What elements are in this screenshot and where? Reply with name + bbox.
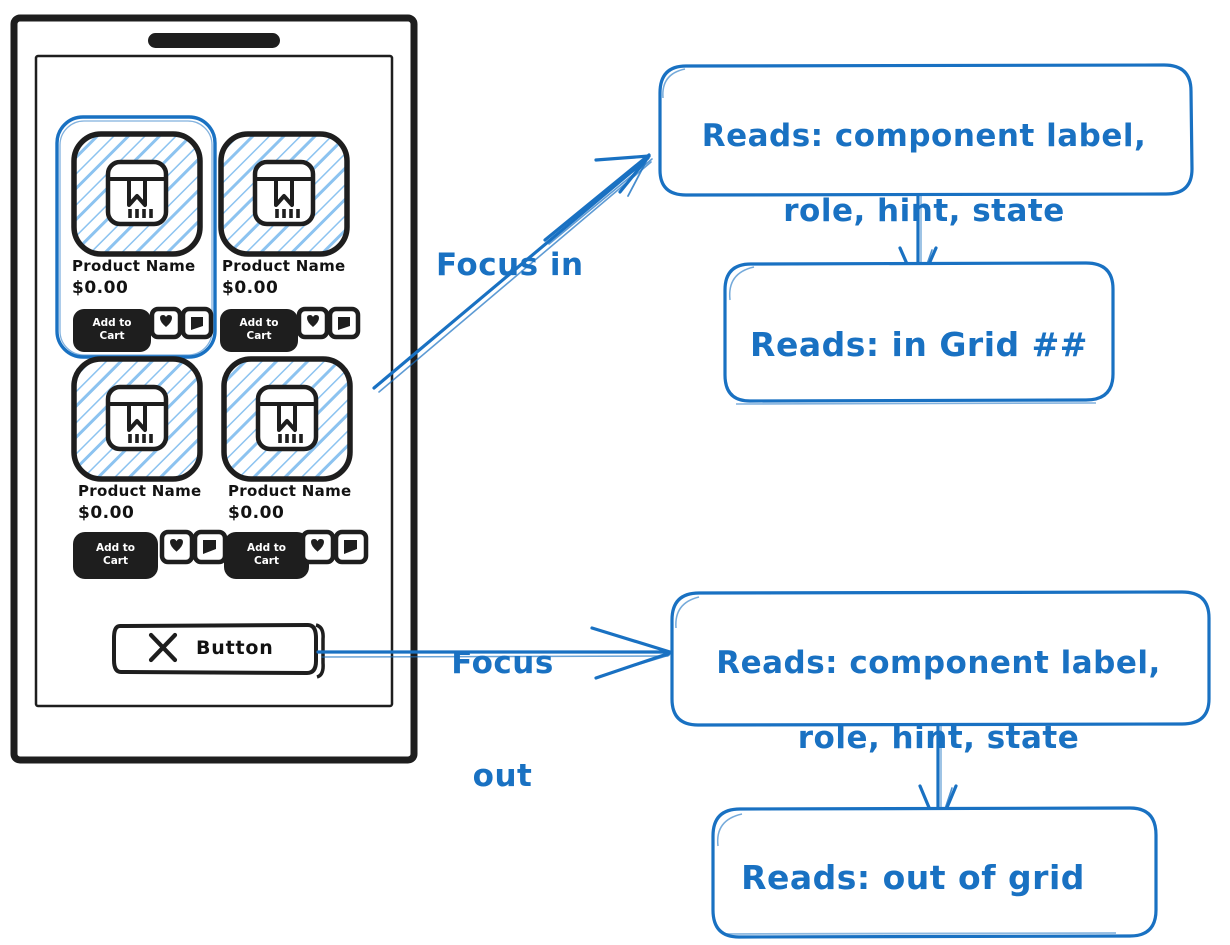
product-price-1: $0.00	[72, 278, 129, 298]
package-icon	[255, 384, 319, 452]
add-to-cart-label-3: Add to Cart	[73, 542, 158, 568]
footer-button[interactable]	[112, 622, 325, 679]
focus-out-arrow	[316, 626, 672, 680]
cart-line-1: Add to	[95, 542, 136, 554]
favorite-button[interactable]	[296, 306, 330, 340]
cart-line-2: Cart	[103, 555, 128, 568]
favorite-button[interactable]	[149, 306, 183, 340]
share-button[interactable]	[192, 529, 228, 565]
add-to-cart-label-4: Add to Cart	[224, 542, 309, 568]
package-icon	[252, 159, 316, 227]
product-card-2[interactable]	[218, 131, 361, 352]
cart-line-1: Add to	[246, 542, 287, 554]
product-card-1[interactable]	[55, 115, 217, 359]
cart-line-2: Cart	[254, 555, 279, 568]
product-name-2: Product Name	[222, 257, 346, 275]
cart-line-1: Add to	[92, 317, 132, 329]
footer-button-label: Button	[196, 637, 274, 659]
add-to-cart-label-2: Add to Cart	[220, 317, 298, 343]
cart-line-1: Add to	[239, 317, 279, 329]
note-box-out-of-grid	[711, 806, 1158, 939]
close-x-icon	[148, 632, 178, 663]
product-price-3: $0.00	[78, 503, 135, 523]
product-name-4: Product Name	[228, 482, 352, 500]
share-button[interactable]	[327, 306, 361, 340]
cart-line-2: Cart	[99, 330, 125, 343]
product-name-3: Product Name	[78, 482, 202, 500]
share-button[interactable]	[180, 306, 214, 340]
add-to-cart-label-1: Add to Cart	[73, 317, 151, 343]
product-card-3[interactable]	[71, 356, 228, 579]
focus-in-arrow	[372, 153, 653, 393]
add-to-cart-button[interactable]	[224, 532, 309, 579]
note-box-top-reads	[658, 63, 1194, 197]
package-icon	[105, 159, 169, 227]
add-to-cart-button[interactable]	[220, 309, 298, 352]
favorite-button[interactable]	[300, 529, 336, 565]
package-icon	[105, 384, 169, 452]
speaker-bar	[148, 33, 280, 48]
cart-line-2: Cart	[246, 330, 272, 343]
product-price-2: $0.00	[222, 278, 279, 298]
add-to-cart-button[interactable]	[73, 532, 158, 579]
note-box-in-grid	[723, 261, 1115, 405]
product-card-4[interactable]	[221, 356, 369, 579]
product-price-4: $0.00	[228, 503, 285, 523]
add-to-cart-button[interactable]	[73, 309, 151, 352]
share-button[interactable]	[333, 529, 369, 565]
product-name-1: Product Name	[72, 257, 196, 275]
note-box-bottom-reads	[670, 590, 1211, 727]
favorite-button[interactable]	[159, 529, 195, 565]
